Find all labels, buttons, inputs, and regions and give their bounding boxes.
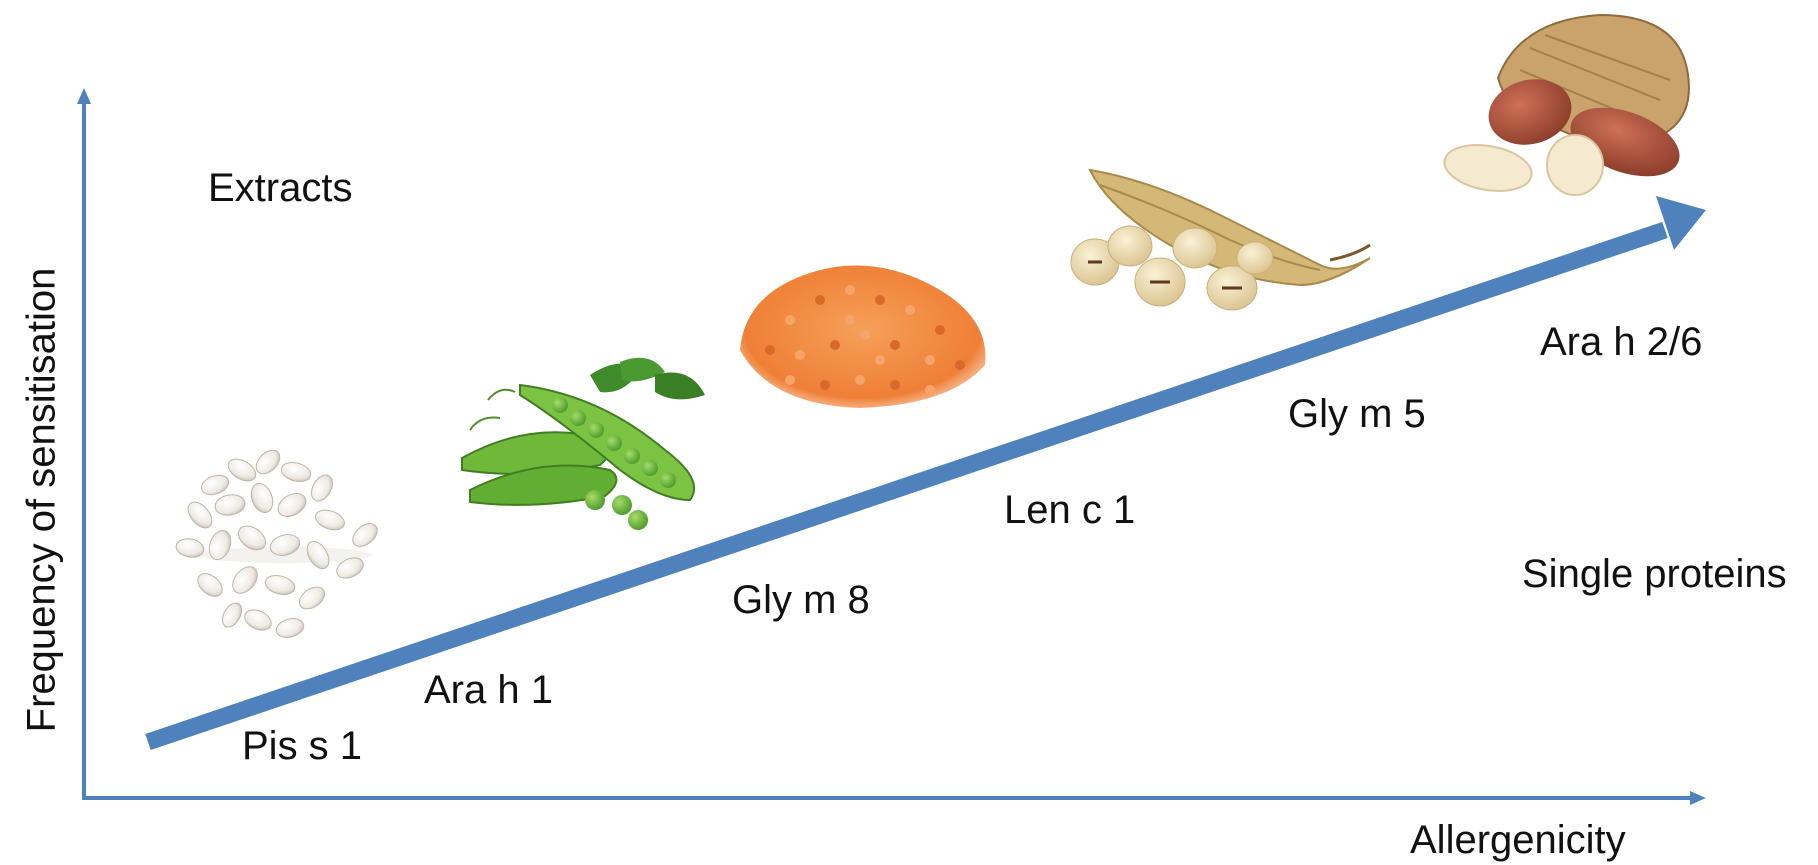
white-beans-icon <box>175 446 382 641</box>
y-axis-label: Frequency of sensitisation <box>20 268 65 733</box>
protein-label-pis-s-1: Pis s 1 <box>242 726 362 766</box>
x-axis-label: Allergenicity <box>1410 820 1626 860</box>
protein-label-ara-h-2-6: Ara h 2/6 <box>1540 322 1702 362</box>
extracts-label: Extracts <box>208 168 352 208</box>
protein-label-gly-m-8: Gly m 8 <box>732 580 870 620</box>
y-axis <box>77 88 91 798</box>
peanuts-icon <box>1441 15 1689 197</box>
red-lentils-icon <box>740 266 985 409</box>
x-axis <box>82 791 1706 805</box>
pea-pods-icon <box>462 358 705 530</box>
trend-arrow <box>148 196 1706 742</box>
single-proteins-label: Single proteins <box>1522 554 1787 594</box>
protein-label-len-c-1: Len c 1 <box>1004 490 1135 530</box>
protein-label-gly-m-5: Gly m 5 <box>1288 394 1426 434</box>
protein-label-ara-h-1: Ara h 1 <box>424 670 553 710</box>
soybean-pod-icon <box>1071 170 1370 310</box>
